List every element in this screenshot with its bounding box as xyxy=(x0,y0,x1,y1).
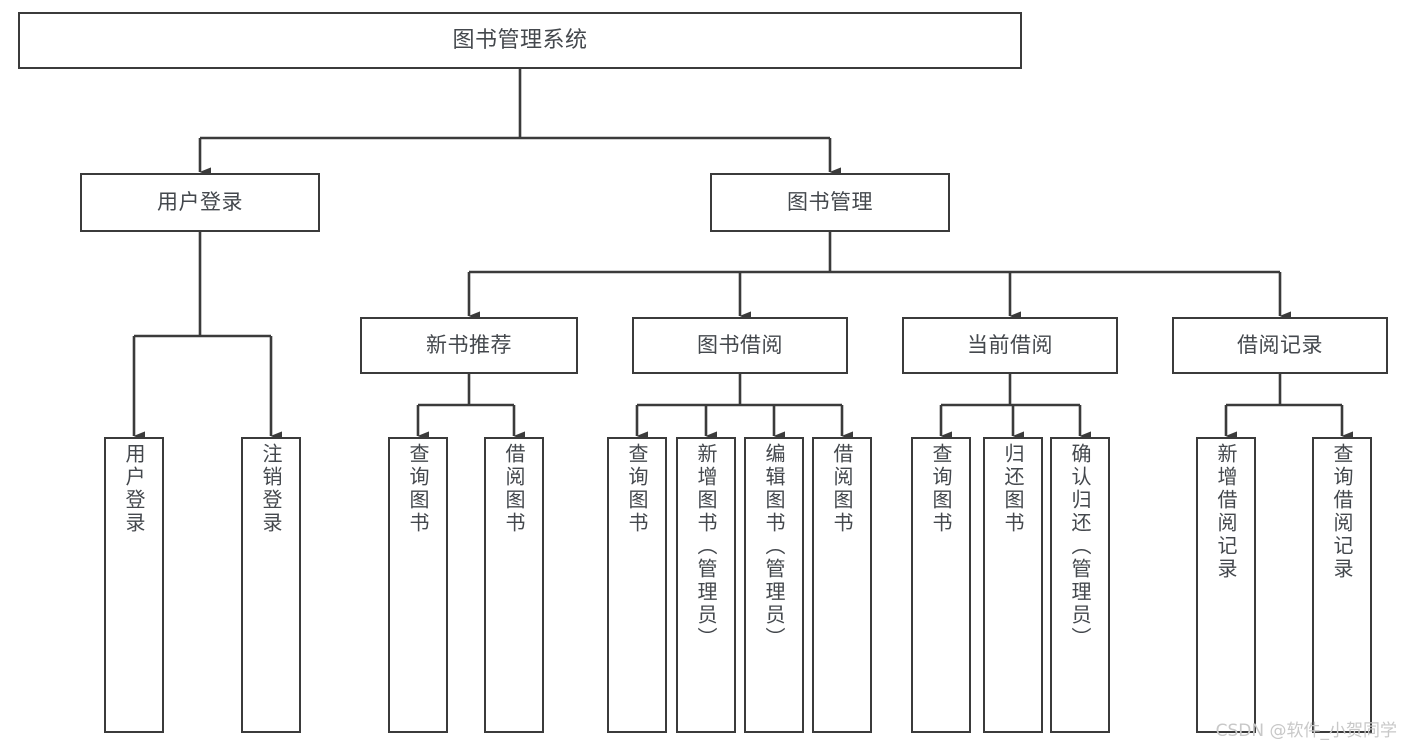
csdn-watermark: CSDN @软件_小贺同学 xyxy=(1215,721,1397,741)
node-label: 当前借阅 xyxy=(967,333,1053,358)
node-label: 借阅图书 xyxy=(830,443,854,535)
node-label: 新增图书（管理员） xyxy=(694,443,718,650)
node-leaf-query-borrow-record[interactable]: 查询借阅记录 xyxy=(1312,437,1372,733)
node-label: 归还图书 xyxy=(1001,443,1025,535)
node-label: 图书管理 xyxy=(787,190,873,215)
node-leaf-add-book-admin[interactable]: 新增图书（管理员） xyxy=(676,437,736,733)
node-label: 用户登录 xyxy=(122,443,146,535)
node-label: 借阅图书 xyxy=(502,443,526,535)
node-label: 借阅记录 xyxy=(1237,333,1323,358)
node-leaf-query-book-3[interactable]: 查询图书 xyxy=(911,437,971,733)
node-label: 注销登录 xyxy=(259,443,283,535)
node-label: 确认归还（管理员） xyxy=(1068,443,1092,650)
node-leaf-query-book-2[interactable]: 查询图书 xyxy=(607,437,667,733)
node-borrow-record[interactable]: 借阅记录 xyxy=(1172,317,1388,374)
node-label: 新增借阅记录 xyxy=(1214,443,1238,581)
node-leaf-query-book-1[interactable]: 查询图书 xyxy=(388,437,448,733)
node-label: 查询图书 xyxy=(625,443,649,535)
node-label: 图书管理系统 xyxy=(452,27,588,53)
node-label: 图书借阅 xyxy=(697,333,783,358)
node-label: 查询借阅记录 xyxy=(1330,443,1354,581)
node-new-book-recommend[interactable]: 新书推荐 xyxy=(360,317,578,374)
node-label: 新书推荐 xyxy=(426,333,512,358)
node-book-management[interactable]: 图书管理 xyxy=(710,173,950,232)
node-book-borrow[interactable]: 图书借阅 xyxy=(632,317,848,374)
node-leaf-add-borrow-record[interactable]: 新增借阅记录 xyxy=(1196,437,1256,733)
node-label: 查询图书 xyxy=(929,443,953,535)
node-leaf-user-login[interactable]: 用户登录 xyxy=(104,437,164,733)
node-label: 用户登录 xyxy=(157,190,243,215)
node-leaf-edit-book-admin[interactable]: 编辑图书（管理员） xyxy=(744,437,804,733)
node-leaf-confirm-return-admin[interactable]: 确认归还（管理员） xyxy=(1050,437,1110,733)
node-leaf-return-book[interactable]: 归还图书 xyxy=(983,437,1043,733)
node-leaf-borrow-book-2[interactable]: 借阅图书 xyxy=(812,437,872,733)
node-current-borrow[interactable]: 当前借阅 xyxy=(902,317,1118,374)
node-user-login[interactable]: 用户登录 xyxy=(80,173,320,232)
node-leaf-borrow-book-1[interactable]: 借阅图书 xyxy=(484,437,544,733)
node-label: 查询图书 xyxy=(406,443,430,535)
node-leaf-logout-login[interactable]: 注销登录 xyxy=(241,437,301,733)
node-root[interactable]: 图书管理系统 xyxy=(18,12,1022,69)
node-label: 编辑图书（管理员） xyxy=(762,443,786,650)
